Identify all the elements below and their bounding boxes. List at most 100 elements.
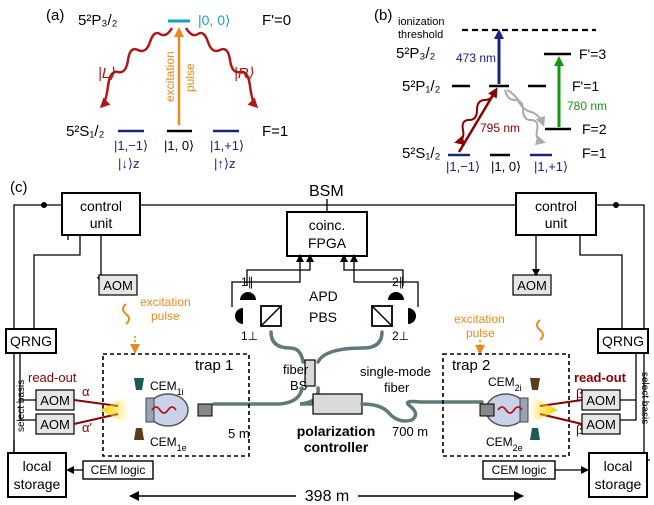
qrng-right[interactable] [597, 328, 649, 354]
local-storage-right[interactable] [588, 452, 648, 498]
read-out-left: read-out [28, 370, 77, 385]
level-5s12-label: 5²S₁/₂ [66, 123, 105, 140]
local-storage-left[interactable] [7, 452, 67, 498]
readout-glow-right [530, 396, 558, 424]
control-unit-left-l1: control [80, 198, 122, 214]
exc-squiggle-right [536, 319, 544, 341]
polarization-controller-box[interactable] [312, 393, 363, 415]
decay-wave-f2 [506, 89, 546, 127]
trap1-label: trap 1 [195, 357, 233, 374]
f-2-label: F=2 [582, 121, 607, 137]
dist-700m: 700 m [392, 424, 428, 439]
det-wire-4 [350, 254, 419, 307]
b-state-minus: |1,−1⟩ [446, 159, 480, 174]
readout-glow-left [100, 396, 128, 424]
threshold-label: threshold [398, 29, 443, 41]
exc-pulse-right-2: pulse [466, 326, 495, 340]
arrow-795nm-up [457, 87, 498, 153]
decay-wave-left [454, 89, 496, 146]
cem-2e-label: CEM2e [486, 435, 523, 453]
level-5p32-label: 5²P₃/₂ [78, 12, 118, 29]
pbs-label: PBS [309, 309, 337, 325]
panel-a: (a) 5²P₃/₂ |0, 0⟩ F'=0 excitation pulse … [46, 7, 291, 171]
qrng-right-to-aoms [620, 353, 637, 421]
control-unit-left[interactable] [61, 192, 141, 236]
cem-2i-icon [530, 378, 540, 390]
local-left-l1: local [23, 458, 52, 474]
control-unit-right[interactable] [515, 192, 597, 236]
local-right-l1: local [604, 458, 633, 474]
alpha-prime-label: α' [82, 420, 92, 435]
fiber-coupler-right [479, 403, 495, 417]
aom-top-left[interactable] [98, 274, 138, 296]
label-780nm: 780 nm [567, 99, 607, 113]
f-prime-3-label: F'=3 [579, 46, 606, 62]
dist-5m: 5 m [228, 426, 250, 441]
state-up-z: |↑⟩z [214, 156, 235, 171]
qrng-left-to-aoms [19, 353, 36, 421]
state-1-minus: |1,−1⟩ [114, 138, 148, 153]
label-473nm: 473 nm [456, 51, 496, 65]
excitation-label: excitation [163, 51, 177, 102]
distance-label: 398 m [305, 488, 349, 505]
aom-top-right-label: AOM [517, 278, 547, 293]
panel-b: (b) ionization threshold 5²P₃/₂ 5²P₁/₂ 5… [374, 7, 607, 174]
alpha-label: α [82, 384, 90, 399]
trap2-label: trap 2 [452, 357, 490, 374]
control-unit-right-l2: unit [545, 215, 568, 231]
qrng-right-label: QRNG [602, 333, 644, 349]
local-left-l2: storage [14, 476, 61, 492]
fiber-bs-left-out [269, 330, 305, 364]
det-2-perp-label: 2⊥ [392, 329, 409, 343]
apd-label: APD [309, 288, 338, 304]
trap2-photon [497, 406, 523, 414]
cem-2i-sub: 2i [515, 383, 522, 393]
laser-alpha-prime [73, 413, 119, 425]
aom-alpha-prime-label: AOM [40, 417, 70, 432]
panel-c-label: (c) [10, 179, 28, 196]
det-2-par-label: 2∥ [392, 275, 405, 289]
aom-beta-prime-label: AOM [586, 417, 616, 432]
controller-label: controller [304, 439, 369, 455]
cem-2i-label: CEM2i [488, 375, 522, 393]
qrng-left-label: QRNG [10, 333, 52, 349]
aom-alpha-label: AOM [40, 393, 70, 408]
det-1-par-label: 1∥ [241, 275, 254, 289]
beta-label: β [576, 386, 583, 401]
level-b-5p32: 5²P₃/₂ [396, 45, 436, 62]
f-prime-0: F'=0 [262, 12, 291, 29]
fiber-bs [304, 359, 316, 387]
trap2-mount [519, 397, 529, 423]
b-state-plus: |1,+1⟩ [534, 159, 568, 174]
coinc-label: coinc. [309, 217, 346, 233]
cem-1i-sub: 1i [177, 387, 184, 397]
cem-logic-left-label: CEM logic [91, 463, 146, 477]
apd-1perp [235, 308, 243, 324]
local-right-l2: storage [595, 476, 642, 492]
aom-top-right[interactable] [512, 274, 552, 296]
fiber-sm-label: fiber [384, 380, 410, 395]
fiber-coil [360, 399, 484, 423]
fiber-coupler-left [197, 403, 213, 417]
panel-a-label: (a) [46, 7, 64, 24]
det-wire-2 [246, 254, 314, 286]
det-1-perp-label: 1⊥ [241, 329, 258, 343]
exc-pulse-left-2: pulse [151, 309, 180, 323]
aom-top-left-label: AOM [103, 278, 133, 293]
aom-beta-label: AOM [586, 393, 616, 408]
level-b-5p12: 5²P₁/₂ [402, 78, 441, 95]
panel-c: (c) BSM control unit control unit coinc.… [5, 179, 650, 505]
apd-1par [240, 292, 256, 300]
exc-squiggle-left [122, 303, 130, 325]
coinc-fpga-box[interactable] [286, 211, 368, 257]
fiber-to-trap1 [212, 386, 304, 406]
read-out-right: read-out [574, 370, 627, 385]
state-1-zero: |1, 0⟩ [164, 138, 194, 153]
qrng-left[interactable] [5, 328, 57, 354]
apd-2par [388, 292, 404, 300]
cem-1i-label: CEM1i [150, 379, 184, 397]
control-unit-left-l2: unit [90, 215, 113, 231]
trap2-box [442, 353, 570, 457]
state-down-z: |↓⟩z [118, 156, 139, 171]
